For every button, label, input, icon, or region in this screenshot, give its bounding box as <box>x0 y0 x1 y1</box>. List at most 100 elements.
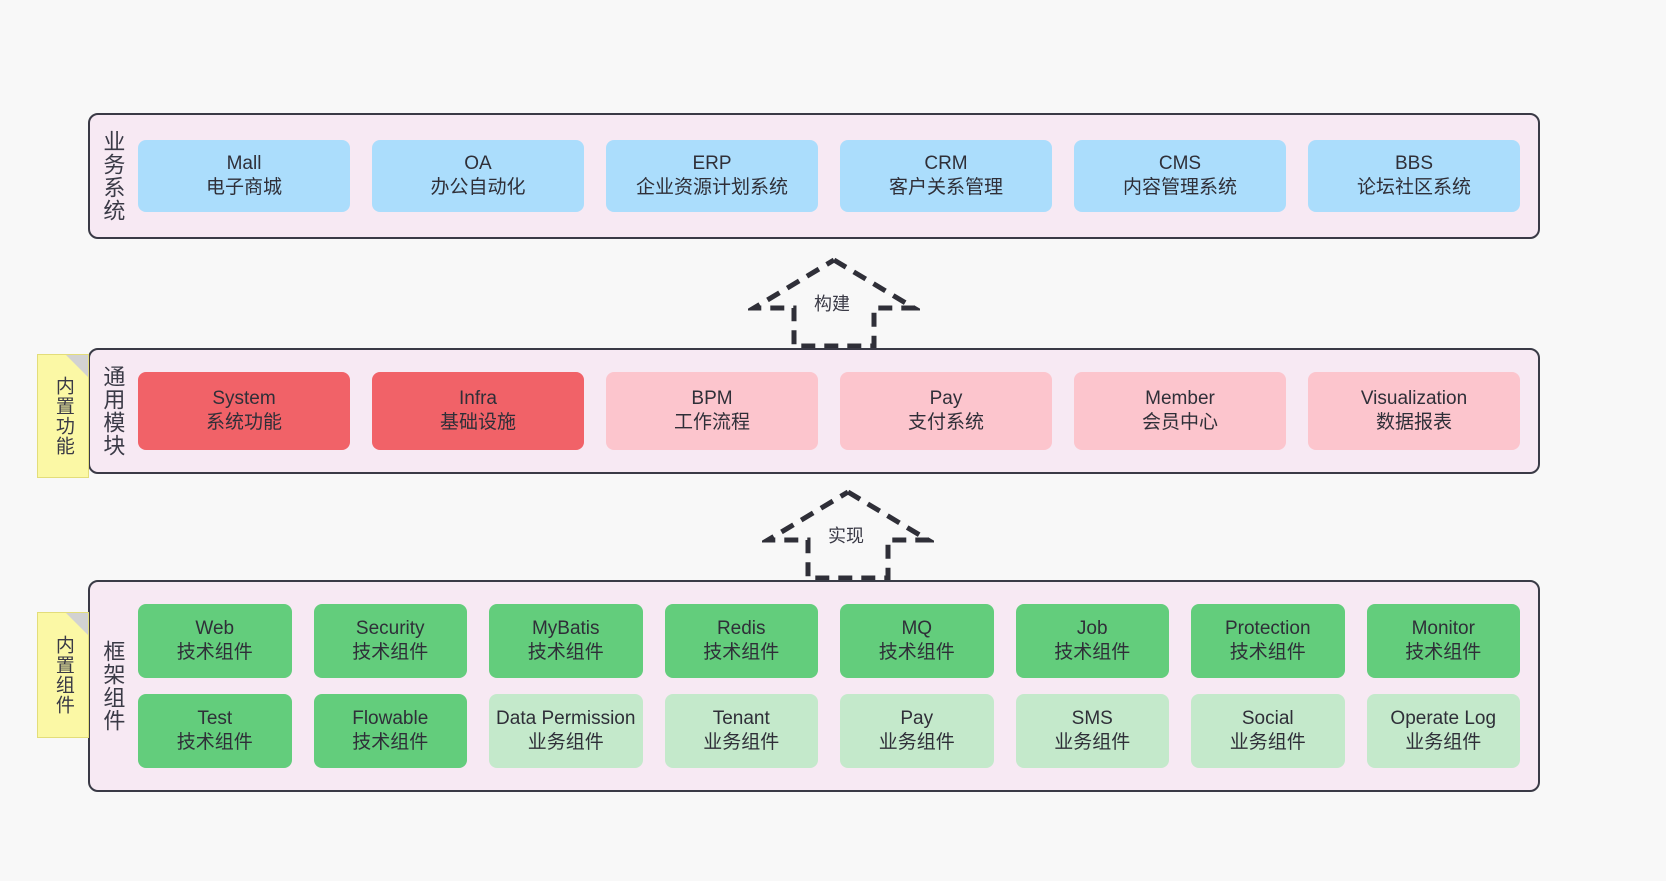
node-label-cn: 论坛社区系统 <box>1356 177 1471 198</box>
node-label-en: CRM <box>924 153 968 175</box>
node-oa[interactable]: OA 办公自动化 <box>372 140 584 212</box>
node-visualization[interactable]: Visualization 数据报表 <box>1308 372 1520 450</box>
node-label-en: CMS <box>1158 153 1202 175</box>
node-web[interactable]: Web 技术组件 <box>138 604 292 678</box>
node-label-cn: 业务组件 <box>1054 732 1131 753</box>
node-mall[interactable]: Mall 电子商城 <box>138 140 350 212</box>
node-label-cn: 客户关系管理 <box>888 177 1003 198</box>
node-label-en: Mall <box>226 153 262 175</box>
node-label-en: BPM <box>691 388 733 410</box>
node-protection[interactable]: Protection 技术组件 <box>1191 604 1345 678</box>
node-label-cn: 会员中心 <box>1141 412 1218 433</box>
layer-business-systems: 业务系统 Mall 电子商城 OA 办公自动化 ERP 企业资源计划系统 CRM… <box>88 113 1540 239</box>
node-label-en: Flowable <box>352 708 429 730</box>
note-builtin-features[interactable]: 内置功能 <box>37 354 89 478</box>
node-label-cn: 业务组件 <box>703 732 780 753</box>
node-pay-business[interactable]: Pay 业务组件 <box>840 694 994 768</box>
node-label-cn: 技术组件 <box>176 732 253 753</box>
layer-title-business-systems: 业务系统 <box>100 130 126 222</box>
layer-row: System 系统功能 Infra 基础设施 BPM 工作流程 Pay 支付系统… <box>138 372 1520 450</box>
node-label-cn: 业务组件 <box>527 732 604 753</box>
node-label-cn: 业务组件 <box>878 732 955 753</box>
node-label-en: Infra <box>458 388 498 410</box>
node-security[interactable]: Security 技术组件 <box>313 604 467 678</box>
node-label-cn: 技术组件 <box>1054 642 1131 663</box>
layer-body-business-systems: Mall 电子商城 OA 办公自动化 ERP 企业资源计划系统 CRM 客户关系… <box>134 115 1538 237</box>
node-label-en: Data Permission <box>496 708 636 730</box>
node-label-en: Visualization <box>1360 388 1468 410</box>
node-label-en: Tenant <box>712 708 770 730</box>
node-tenant[interactable]: Tenant 业务组件 <box>664 694 818 768</box>
node-label-cn: 工作流程 <box>673 412 750 433</box>
node-label-cn: 技术组件 <box>878 642 955 663</box>
node-label-cn: 技术组件 <box>527 642 604 663</box>
layer-row: Web 技术组件 Security 技术组件 MyBatis 技术组件 Redi… <box>138 604 1520 678</box>
node-label-en: OA <box>464 153 492 175</box>
node-label-en: System <box>212 388 276 410</box>
node-label-en: Social <box>1241 708 1294 730</box>
generalization-arrow-implement <box>762 489 934 580</box>
node-label-cn: 支付系统 <box>907 412 984 433</box>
node-label-cn: 系统功能 <box>205 412 282 433</box>
node-label-cn: 办公自动化 <box>430 177 526 198</box>
node-label-cn: 技术组件 <box>1229 642 1306 663</box>
node-flowable[interactable]: Flowable 技术组件 <box>313 694 467 768</box>
node-bbs[interactable]: BBS 论坛社区系统 <box>1308 140 1520 212</box>
node-system[interactable]: System 系统功能 <box>138 372 350 450</box>
node-social[interactable]: Social 业务组件 <box>1191 694 1345 768</box>
layer-row: Mall 电子商城 OA 办公自动化 ERP 企业资源计划系统 CRM 客户关系… <box>138 140 1520 212</box>
node-label-en: Protection <box>1224 618 1311 640</box>
arrow-label-implement: 实现 <box>828 526 864 546</box>
note-builtin-components[interactable]: 内置组件 <box>37 612 89 738</box>
node-label-cn: 内容管理系统 <box>1122 177 1237 198</box>
node-label-en: Job <box>1076 618 1108 640</box>
layer-common-modules: 通用模块 System 系统功能 Infra 基础设施 BPM 工作流程 Pay… <box>88 348 1540 474</box>
node-label-cn: 数据报表 <box>1375 412 1452 433</box>
layer-row: Test 技术组件 Flowable 技术组件 Data Permission … <box>138 694 1520 768</box>
node-erp[interactable]: ERP 企业资源计划系统 <box>606 140 818 212</box>
node-pay[interactable]: Pay 支付系统 <box>840 372 1052 450</box>
node-label-cn: 业务组件 <box>1405 732 1482 753</box>
note-label: 内置组件 <box>52 635 74 715</box>
node-label-cn: 企业资源计划系统 <box>635 177 788 198</box>
node-monitor[interactable]: Monitor 技术组件 <box>1366 604 1520 678</box>
layer-title-framework-components: 框架组件 <box>100 640 126 732</box>
node-label-cn: 电子商城 <box>205 177 282 198</box>
node-label-en: Member <box>1145 388 1215 410</box>
page-fold-icon <box>66 355 88 377</box>
node-data-permission[interactable]: Data Permission 业务组件 <box>489 694 643 768</box>
layer-body-framework-components: Web 技术组件 Security 技术组件 MyBatis 技术组件 Redi… <box>134 582 1538 790</box>
node-mq[interactable]: MQ 技术组件 <box>840 604 994 678</box>
node-sms[interactable]: SMS 业务组件 <box>1015 694 1169 768</box>
node-label-cn: 业务组件 <box>1229 732 1306 753</box>
node-bpm[interactable]: BPM 工作流程 <box>606 372 818 450</box>
node-label-en: Web <box>195 618 235 640</box>
arrow-label-build: 构建 <box>814 294 850 314</box>
node-member[interactable]: Member 会员中心 <box>1074 372 1286 450</box>
node-label-en: MQ <box>901 618 933 640</box>
node-label-en: MyBatis <box>531 618 600 640</box>
node-label-en: ERP <box>692 153 732 175</box>
node-operate-log[interactable]: Operate Log 业务组件 <box>1366 694 1520 768</box>
node-job[interactable]: Job 技术组件 <box>1015 604 1169 678</box>
node-mybatis[interactable]: MyBatis 技术组件 <box>489 604 643 678</box>
node-label-cn: 技术组件 <box>352 732 429 753</box>
node-redis[interactable]: Redis 技术组件 <box>664 604 818 678</box>
node-crm[interactable]: CRM 客户关系管理 <box>840 140 1052 212</box>
page-fold-icon <box>66 613 88 635</box>
node-test[interactable]: Test 技术组件 <box>138 694 292 768</box>
node-label-en: SMS <box>1071 708 1113 730</box>
layer-framework-components: 框架组件 Web 技术组件 Security 技术组件 MyBatis 技术组件… <box>88 580 1540 792</box>
node-infra[interactable]: Infra 基础设施 <box>372 372 584 450</box>
note-label: 内置功能 <box>52 376 74 456</box>
generalization-arrow-build <box>748 257 920 348</box>
node-label-cn: 技术组件 <box>352 642 429 663</box>
node-cms[interactable]: CMS 内容管理系统 <box>1074 140 1286 212</box>
node-label-en: Test <box>197 708 233 730</box>
node-label-en: Pay <box>900 708 934 730</box>
node-label-en: Pay <box>929 388 963 410</box>
node-label-en: Monitor <box>1411 618 1475 640</box>
node-label-en: BBS <box>1394 153 1434 175</box>
node-label-cn: 技术组件 <box>176 642 253 663</box>
